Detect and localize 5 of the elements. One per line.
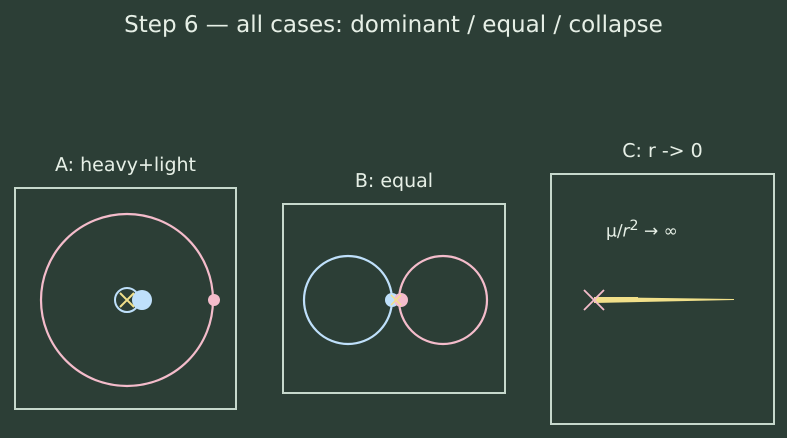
diagram-title: Step 6 — all cases: dominant / equal / collapse bbox=[124, 12, 663, 38]
panel-title: C: r -> 0 bbox=[622, 139, 703, 163]
panel-title: A: heavy+light bbox=[55, 153, 196, 177]
panel-title: B: equal bbox=[354, 169, 434, 193]
formula: μ/r$^{2}$ → ∞ bbox=[606, 217, 678, 243]
